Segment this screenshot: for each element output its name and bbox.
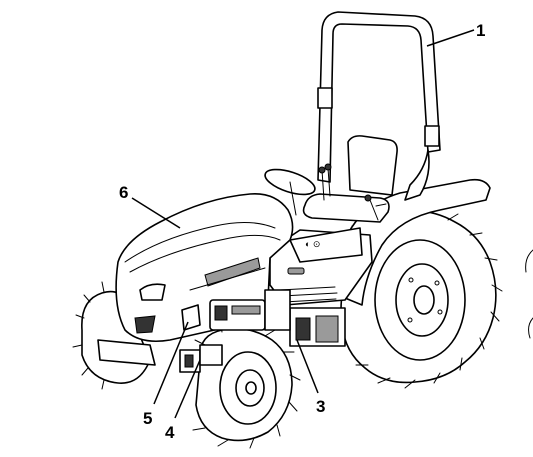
leader-line-5 [153,321,189,405]
rear-tire [340,201,503,389]
front-axle-hitch [179,344,223,373]
front-bumper [97,339,156,366]
callout-4: 4 [165,423,175,442]
steering-wheel [264,163,387,221]
callout-1: 1 [476,21,485,40]
callout-5: 5 [143,409,152,428]
front-tire [192,317,301,449]
callout-3: 3 [316,397,325,416]
engine-side [209,289,291,331]
leader-line-3 [296,339,319,394]
leader-line-6 [131,197,181,229]
step-and-tank [289,307,346,347]
callout-6: 6 [119,183,128,202]
leader-line-4 [174,359,201,419]
platform-icon: ◐ ⊙ [305,239,320,249]
leader-line-1 [426,29,475,47]
leader-lines [131,29,475,419]
partial-wheel-edge [525,249,533,339]
